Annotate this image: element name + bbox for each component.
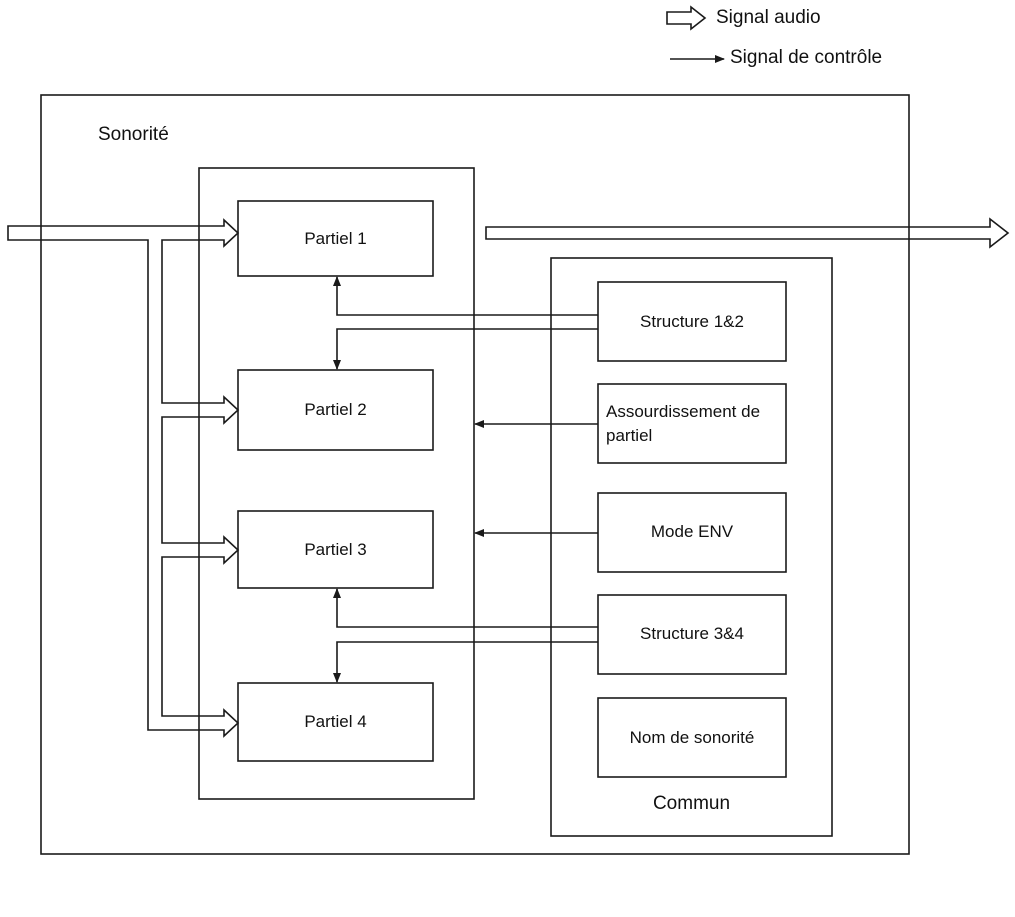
partial-2-label: Partiel 2 (304, 400, 367, 419)
sonorite-box (40, 94, 910, 855)
sonorite-title: Sonorité (98, 124, 169, 145)
partials-group-box (198, 167, 475, 800)
control-structure-34-to-partial-3 (333, 588, 598, 628)
structure-34-box (597, 594, 787, 675)
structure-34-label: Structure 3&4 (640, 624, 744, 643)
control-structure-12-to-partial-2 (333, 328, 598, 370)
legend-audio-label: Signal audio (716, 7, 821, 28)
control-structure-34-to-partial-4 (333, 641, 598, 683)
legend-audio-arrow-icon (666, 5, 707, 31)
partial-1-label: Partiel 1 (304, 229, 367, 248)
nom-sonorite-box (597, 697, 787, 778)
mode-env-label: Mode ENV (650, 522, 734, 541)
partial-4-label: Partiel 4 (304, 712, 367, 731)
audio-input-path (7, 218, 240, 738)
structure-12-box (597, 281, 787, 362)
legend-control-label: Signal de contrôle (730, 47, 883, 68)
commun-box (550, 257, 833, 837)
commun-title: Commun (652, 793, 731, 814)
structure-12-label: Structure 1&2 (640, 312, 744, 331)
audio-output-arrow (485, 217, 1010, 249)
assourdissement-label: Assourdissement de partiel (606, 402, 761, 445)
partial-3-label: Partiel 3 (304, 540, 367, 559)
nom-sonorite-label: Nom de sonorité (629, 728, 755, 747)
control-structure-12-to-partial-1 (333, 276, 598, 316)
